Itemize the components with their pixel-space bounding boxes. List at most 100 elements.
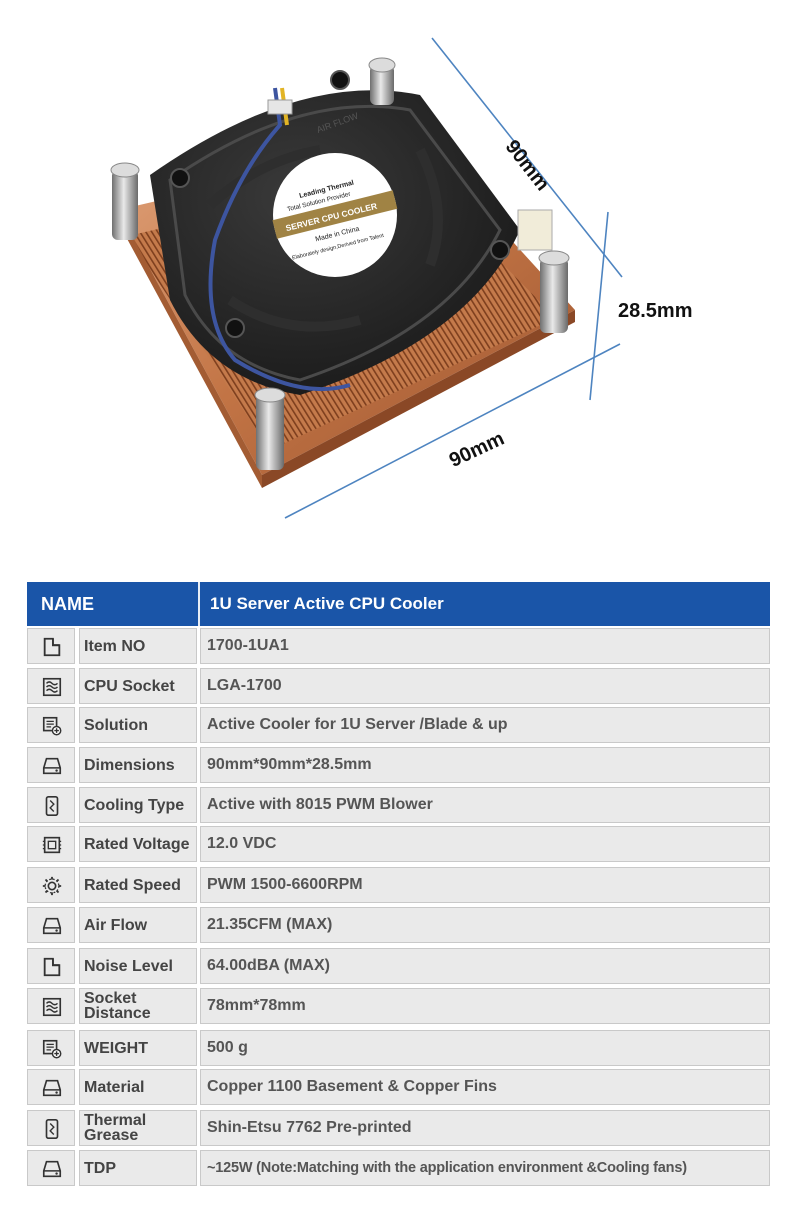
fan-sticker: Leading Thermal Total Solution Provider …: [272, 153, 398, 277]
row-label-cell: Item NO: [79, 628, 197, 664]
notebook-icon: [43, 957, 61, 977]
row-icon-cell: [27, 867, 75, 903]
row-label: Cooling Type: [84, 796, 185, 814]
row-value: 12.0 VDC: [207, 835, 277, 852]
row-value: 64.00dBA (MAX): [207, 957, 330, 974]
table-row: TDP ~125W (Note:Matching with the applica…: [27, 1150, 770, 1186]
row-value: 21.35CFM (MAX): [207, 916, 333, 933]
table-row: Item NO 1700-1UA1: [27, 628, 770, 664]
table-row: Rated Voltage 12.0 VDC: [27, 826, 770, 862]
notebook-icon: [43, 637, 61, 657]
row-value-cell: Active with 8015 PWM Blower: [200, 787, 770, 823]
table-row: Air Flow 21.35CFM (MAX): [27, 907, 770, 943]
row-value-cell: 21.35CFM (MAX): [200, 907, 770, 943]
row-label: Material: [84, 1078, 145, 1096]
spec-table-header: NAME 1U Server Active CPU Cooler: [27, 582, 770, 626]
row-value-cell: PWM 1500-6600RPM: [200, 867, 770, 903]
row-icon-cell: [27, 988, 75, 1024]
row-label-cell: Rated Voltage: [79, 826, 197, 862]
drive-icon: [42, 1079, 62, 1097]
table-row: Material Copper 1100 Basement & Copper Fi…: [27, 1069, 770, 1105]
row-label: Thermal Grease: [84, 1112, 147, 1144]
dimension-lines: [284, 37, 623, 519]
table-row: WEIGHT 500 g: [27, 1030, 770, 1066]
row-value-cell: 78mm*78mm: [200, 988, 770, 1024]
row-icon-cell: [27, 707, 75, 743]
row-label: Item NO: [84, 637, 146, 655]
power-connector: [517, 209, 553, 251]
row-icon-cell: [27, 668, 75, 704]
layers-add-icon: [42, 1039, 62, 1059]
row-icon-cell: [27, 628, 75, 664]
row-label-cell: Noise Level: [79, 948, 197, 984]
row-icon-cell: [27, 1150, 75, 1186]
waves-icon: [42, 997, 62, 1017]
row-label: Dimensions: [84, 756, 175, 774]
row-label-cell: Dimensions: [79, 747, 197, 783]
row-value-cell: LGA-1700: [200, 668, 770, 704]
row-value: 1700-1UA1: [207, 637, 289, 654]
row-value: Active with 8015 PWM Blower: [207, 796, 433, 813]
table-row: Noise Level 64.00dBA (MAX): [27, 948, 770, 984]
layers-add-icon: [42, 716, 62, 736]
row-icon-cell: [27, 747, 75, 783]
drive-icon: [42, 917, 62, 935]
table-row: Thermal Grease Shin-Etsu 7762 Pre-printed: [27, 1110, 770, 1146]
product-photo: AIR FLOW Leading Thermal Total Solution …: [110, 37, 623, 519]
row-label: Air Flow: [84, 916, 148, 934]
row-label: Rated Voltage: [84, 835, 190, 853]
row-value: Copper 1100 Basement & Copper Fins: [207, 1078, 497, 1095]
row-value: Active Cooler for 1U Server /Blade & up: [207, 716, 508, 733]
row-label-cell: TDP: [79, 1150, 197, 1186]
gear-icon: [42, 876, 62, 896]
row-value-cell: ~125W (Note:Matching with the applicatio…: [200, 1150, 770, 1186]
row-value-cell: 64.00dBA (MAX): [200, 948, 770, 984]
row-label: Solution: [84, 716, 148, 734]
row-value: Shin-Etsu 7762 Pre-printed: [207, 1119, 412, 1136]
row-label-cell: WEIGHT: [79, 1030, 197, 1066]
row-value: PWM 1500-6600RPM: [207, 876, 363, 893]
row-icon-cell: [27, 907, 75, 943]
row-value: LGA-1700: [207, 677, 282, 694]
row-label: Rated Speed: [84, 876, 181, 894]
row-value-cell: 90mm*90mm*28.5mm: [200, 747, 770, 783]
table-row: Solution Active Cooler for 1U Server /Bla…: [27, 707, 770, 743]
pcb-icon: [45, 796, 59, 816]
table-row: Socket Distance 78mm*78mm: [27, 988, 770, 1024]
row-label: Noise Level: [84, 957, 173, 975]
drive-icon: [42, 1160, 62, 1178]
row-value: 500 g: [207, 1039, 248, 1056]
row-value-cell: Active Cooler for 1U Server /Blade & up: [200, 707, 770, 743]
row-label-cell: Solution: [79, 707, 197, 743]
row-value: 78mm*78mm: [207, 997, 306, 1014]
header-name-cell: NAME: [41, 594, 94, 614]
table-row: Cooling Type Active with 8015 PWM Blower: [27, 787, 770, 823]
row-label: WEIGHT: [84, 1039, 148, 1057]
dimension-height-label: 28.5mm: [618, 300, 693, 322]
pcb-icon: [45, 1119, 59, 1139]
chip-icon: [42, 836, 62, 854]
row-value-cell: Shin-Etsu 7762 Pre-printed: [200, 1110, 770, 1146]
row-value-cell: Copper 1100 Basement & Copper Fins: [200, 1069, 770, 1105]
row-icon-cell: [27, 948, 75, 984]
row-label-cell: Rated Speed: [79, 867, 197, 903]
row-icon-cell: [27, 1030, 75, 1066]
row-icon-cell: [27, 1069, 75, 1105]
drive-icon: [42, 757, 62, 775]
row-value: ~125W (Note:Matching with the applicatio…: [207, 1160, 687, 1176]
spring-screws: [110, 57, 570, 470]
row-value-cell: 1700-1UA1: [200, 628, 770, 664]
row-icon-cell: [27, 1110, 75, 1146]
row-label: Socket Distance: [84, 990, 151, 1022]
row-value-cell: 500 g: [200, 1030, 770, 1066]
table-row: Dimensions 90mm*90mm*28.5mm: [27, 747, 770, 783]
table-row: Rated Speed PWM 1500-6600RPM: [27, 867, 770, 903]
row-label-cell: Cooling Type: [79, 787, 197, 823]
row-label-cell: Air Flow: [79, 907, 197, 943]
row-icon-cell: [27, 826, 75, 862]
row-value-cell: 12.0 VDC: [200, 826, 770, 862]
row-label-cell: CPU Socket: [79, 668, 197, 704]
row-label-cell: Material: [79, 1069, 197, 1105]
row-label: TDP: [84, 1159, 116, 1177]
row-label-cell: Socket Distance: [79, 988, 197, 1024]
